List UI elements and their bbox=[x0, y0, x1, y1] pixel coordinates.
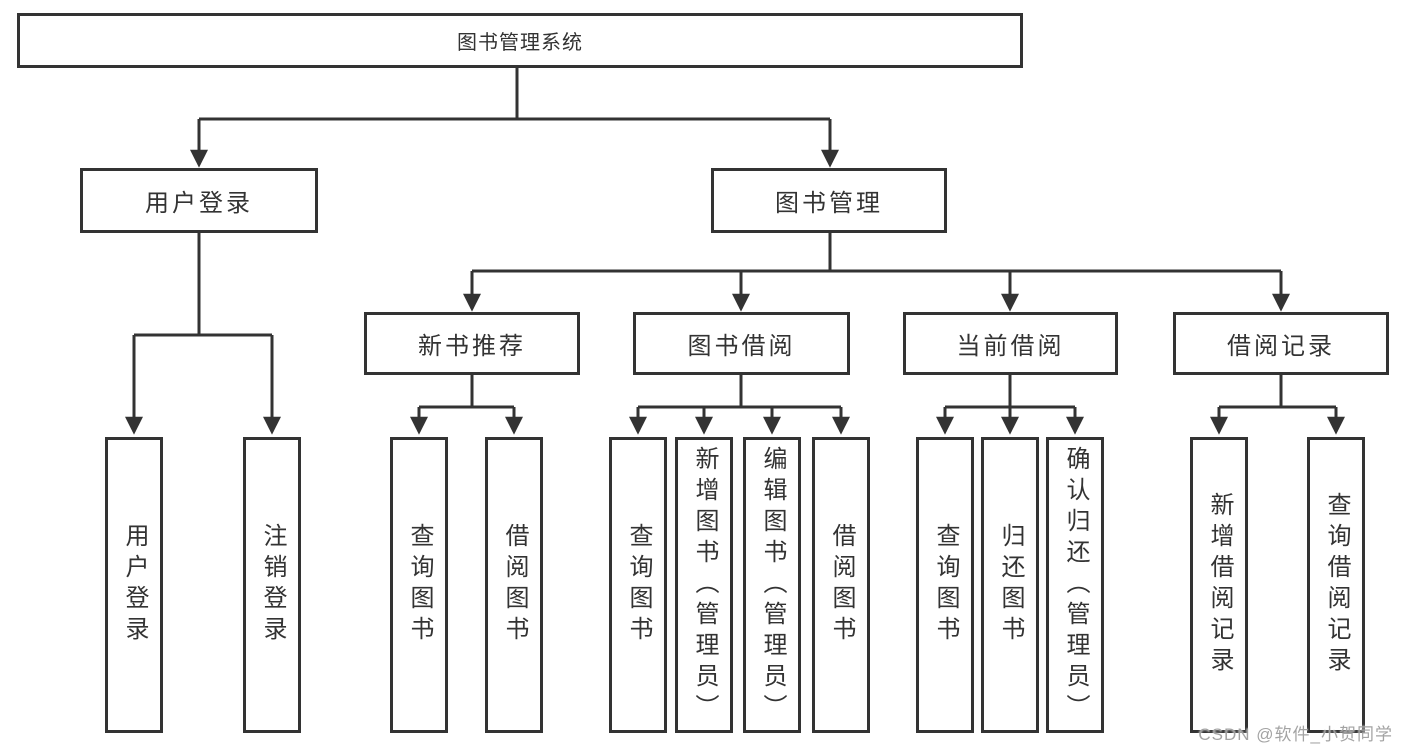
leaf-label: 查询图书 bbox=[625, 523, 652, 647]
leaf-label: 新增借阅记录 bbox=[1206, 492, 1233, 678]
leaf-label: 借阅图书 bbox=[501, 523, 528, 647]
node-label: 用户登录 bbox=[145, 190, 253, 217]
node-book-management-group: 图书管理 bbox=[711, 168, 947, 233]
leaf-label: 查询借阅记录 bbox=[1323, 492, 1350, 678]
node-book-borrowing: 图书借阅 bbox=[633, 312, 850, 375]
node-library-management-system: 图书管理系统 bbox=[17, 13, 1023, 68]
leaf-add-borrow-record: 新增借阅记录 bbox=[1190, 437, 1248, 733]
leaf-query-borrow-record: 查询借阅记录 bbox=[1307, 437, 1365, 733]
leaf-borrow-books-1: 借阅图书 bbox=[485, 437, 543, 733]
node-new-book-recommendation: 新书推荐 bbox=[364, 312, 580, 375]
leaf-logout: 注销登录 bbox=[243, 437, 301, 733]
leaf-label: 查询图书 bbox=[406, 523, 433, 647]
leaf-return-books: 归还图书 bbox=[981, 437, 1039, 733]
leaf-label: 查询图书 bbox=[932, 523, 959, 647]
leaf-add-books-admin: 新增图书（管理员） bbox=[675, 437, 733, 733]
node-borrowing-records: 借阅记录 bbox=[1173, 312, 1389, 375]
leaf-label: 用户登录 bbox=[121, 523, 148, 647]
leaf-edit-books-admin: 编辑图书（管理员） bbox=[743, 437, 801, 733]
node-user-login-group: 用户登录 bbox=[80, 168, 318, 233]
node-label: 借阅记录 bbox=[1227, 333, 1335, 360]
node-label: 当前借阅 bbox=[956, 333, 1065, 360]
node-label: 图书管理系统 bbox=[457, 32, 583, 54]
csdn-watermark: CSDN @软件_小贺同学 bbox=[1198, 725, 1393, 744]
leaf-confirm-return-admin: 确认归还（管理员） bbox=[1046, 437, 1104, 733]
leaf-query-books-1: 查询图书 bbox=[390, 437, 448, 733]
leaf-label: 归还图书 bbox=[997, 523, 1024, 647]
node-label: 图书管理 bbox=[775, 190, 883, 217]
leaf-label: 新增图书（管理员） bbox=[691, 445, 718, 725]
leaf-user-login: 用户登录 bbox=[105, 437, 163, 733]
leaf-borrow-books-2: 借阅图书 bbox=[812, 437, 870, 733]
leaf-label: 确认归还（管理员） bbox=[1062, 445, 1089, 725]
node-label: 图书借阅 bbox=[687, 333, 796, 360]
node-current-borrowing: 当前借阅 bbox=[903, 312, 1118, 375]
leaf-label: 注销登录 bbox=[259, 523, 286, 647]
leaf-query-books-3: 查询图书 bbox=[916, 437, 974, 733]
node-label: 新书推荐 bbox=[418, 333, 526, 360]
leaf-label: 编辑图书（管理员） bbox=[759, 445, 786, 725]
leaf-label: 借阅图书 bbox=[828, 523, 855, 647]
leaf-query-books-2: 查询图书 bbox=[609, 437, 667, 733]
